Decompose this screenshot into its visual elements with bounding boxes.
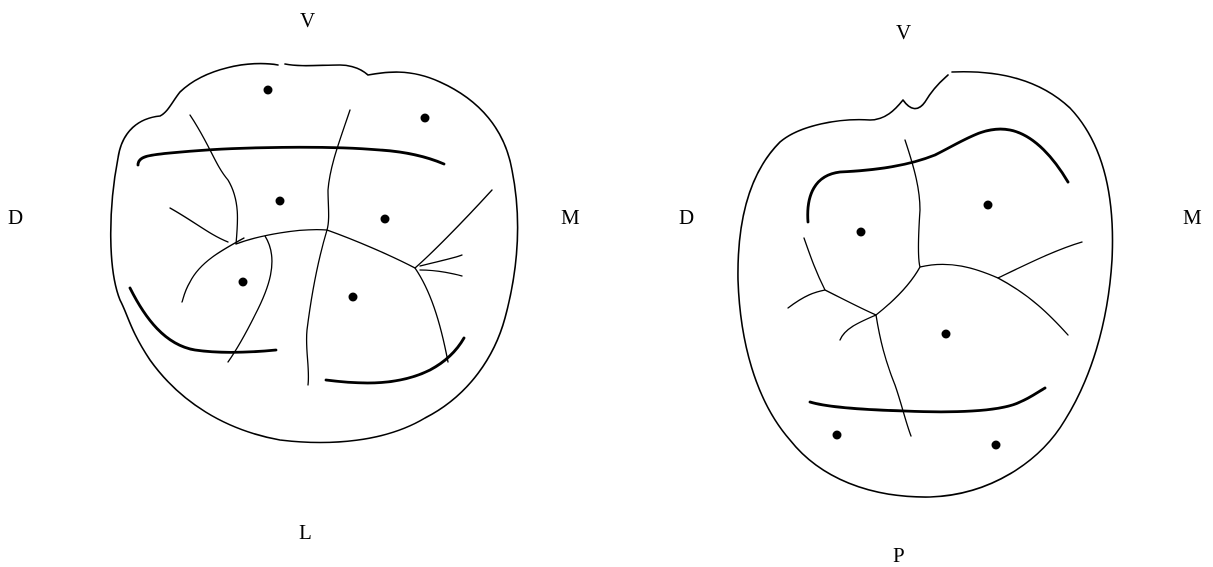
- left-molar-ridge: [326, 338, 464, 383]
- left-molar-groove: [170, 208, 228, 242]
- right-molar-ridge: [810, 388, 1045, 412]
- left-molar-ridge: [130, 288, 276, 352]
- left-molar-groove: [420, 255, 462, 266]
- left-molar-groove: [182, 238, 244, 302]
- left-molar-outline: [111, 64, 518, 443]
- right-molar-groove: [840, 315, 876, 340]
- right-molar-cusp-tip: [984, 201, 993, 210]
- right-molar-ridge: [808, 129, 1068, 222]
- right-molar: [738, 72, 1113, 497]
- left-molar-groove: [228, 236, 272, 362]
- left-molar-groove: [415, 190, 492, 268]
- right-molar-cusp-tip: [833, 431, 842, 440]
- right-molar-outline: [738, 72, 1113, 497]
- left-molar-cusp-tip: [349, 293, 358, 302]
- right-molar-cusp-tip: [857, 228, 866, 237]
- right-molar-cusp-tip: [992, 441, 1001, 450]
- right-molar-groove: [998, 278, 1068, 335]
- right-molar-groove: [876, 267, 920, 315]
- left-molar-groove: [236, 230, 327, 244]
- left-molar-groove: [307, 230, 327, 385]
- right-molar-groove: [876, 315, 911, 436]
- right-molar-groove: [998, 242, 1082, 278]
- left-molar-cusp-tip: [421, 114, 430, 123]
- right-molar-cusp-tip: [942, 330, 951, 339]
- left-molar-cusp-tip: [381, 215, 390, 224]
- left-molar-groove: [420, 270, 462, 276]
- left-molar-cusp-tip: [239, 278, 248, 287]
- left-molar-cusp-tip: [264, 86, 273, 95]
- left-molar-groove: [415, 268, 448, 362]
- right-molar-groove: [788, 290, 825, 308]
- left-molar: [111, 64, 518, 443]
- left-molar-groove: [327, 230, 415, 268]
- right-molar-groove: [920, 264, 998, 278]
- left-molar-ridge: [138, 147, 444, 165]
- right-molar-groove: [804, 238, 825, 290]
- right-molar-groove: [905, 140, 920, 267]
- left-molar-groove: [327, 110, 350, 230]
- right-molar-groove: [825, 290, 876, 315]
- left-molar-cusp-tip: [276, 197, 285, 206]
